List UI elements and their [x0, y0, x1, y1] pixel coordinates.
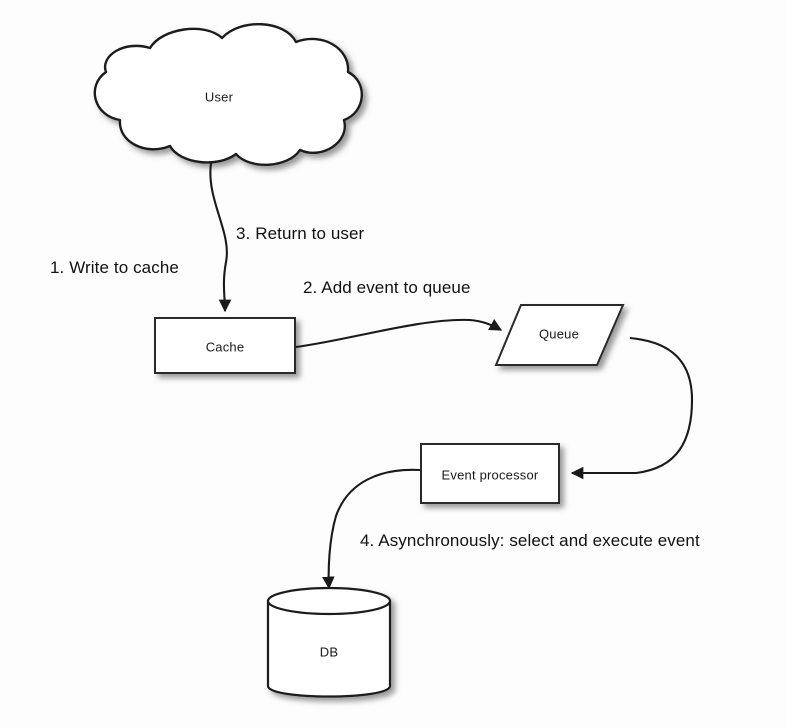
edge-user-cache	[209, 162, 232, 313]
cache-rect	[154, 317, 296, 374]
step-label-3-return-to-user: 3. Return to user	[236, 224, 365, 243]
step-label-4-asynchronously: 4. Asynchronously: select and execute ev…	[360, 531, 700, 550]
node-user[interactable]	[93, 23, 364, 167]
db-cylinder-top	[266, 586, 392, 616]
step-label-2-add-event-to-queue: 2. Add event to queue	[303, 278, 471, 297]
edge-queue-event-processor	[570, 336, 694, 480]
edge-event-processor-db	[322, 468, 421, 590]
event-processor-rect	[420, 443, 560, 504]
node-cache[interactable]	[154, 317, 296, 374]
node-label-user: User	[204, 89, 234, 105]
cloud-shape	[93, 23, 364, 167]
node-label-cache: Cache	[205, 339, 245, 355]
node-queue[interactable]	[494, 304, 625, 366]
node-db[interactable]	[266, 586, 392, 698]
node-event-processor[interactable]	[420, 443, 560, 504]
queue-parallelogram	[494, 304, 625, 366]
step-label-1-write-to-cache: 1. Write to cache	[50, 258, 179, 277]
node-label-db: DB	[319, 644, 339, 660]
db-cylinder-body	[266, 599, 392, 698]
node-label-event-processor: Event processor	[441, 467, 539, 483]
node-label-queue: Queue	[538, 326, 580, 342]
edge-cache-queue	[295, 318, 503, 349]
